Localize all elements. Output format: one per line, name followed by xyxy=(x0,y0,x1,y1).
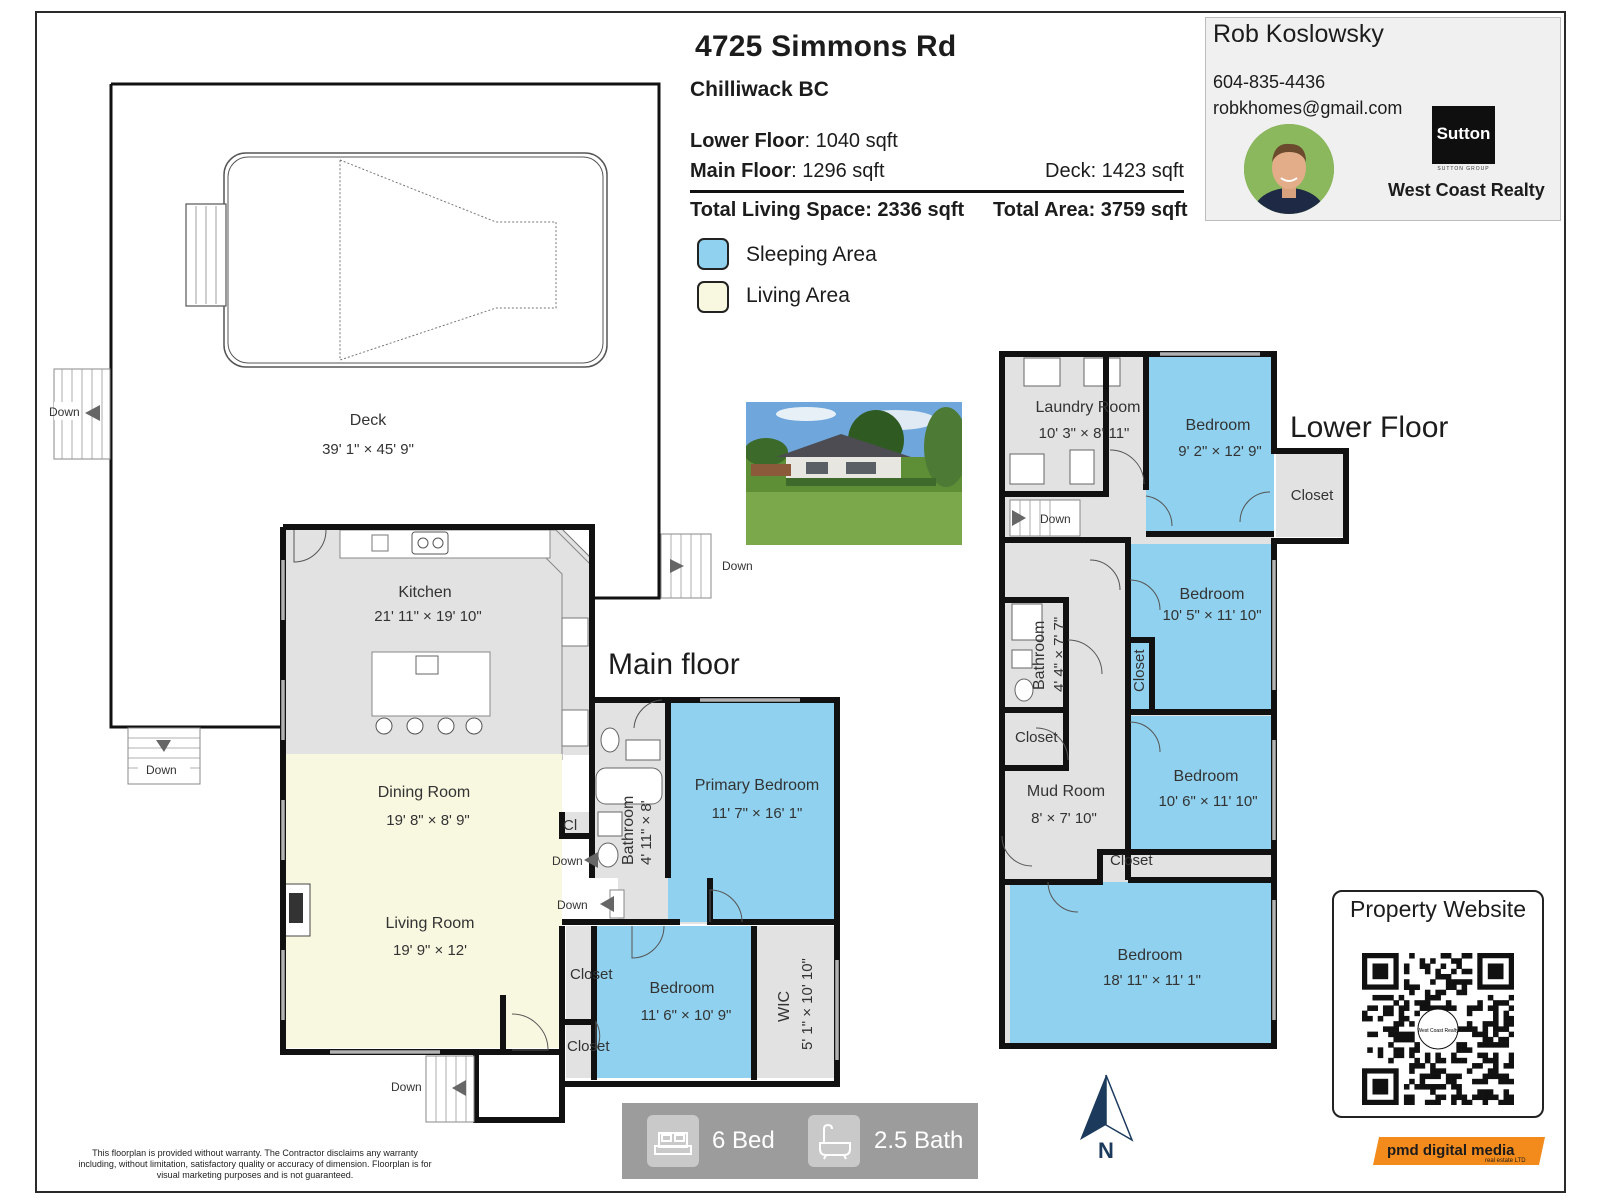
total-living-stat: Total Living Space: 2336 sqft xyxy=(690,199,965,221)
lower-floor-stat: Lower Floor: 1040 sqft xyxy=(690,130,898,152)
mud-room-dims: 8' × 7' 10" xyxy=(1031,810,1097,827)
svg-text:real estate LTD: real estate LTD xyxy=(1485,1158,1526,1164)
bathtub-icon xyxy=(808,1115,860,1167)
agent-email[interactable]: robkhomes@gmail.com xyxy=(1213,98,1403,118)
total-area-stat: Total Area: 3759 sqft xyxy=(993,199,1188,221)
lower-bedroom4-floor xyxy=(1010,882,1274,1044)
kitchen-floor xyxy=(282,527,564,754)
main-closet-1-label: Closet xyxy=(570,966,613,983)
main-bedroom-dims: 11' 6" × 10' 9" xyxy=(641,1007,732,1024)
stairs-label-4: Down xyxy=(552,854,583,868)
deck-area xyxy=(109,82,661,729)
house-photo xyxy=(746,402,962,545)
lower-bedroom1-label: Bedroom xyxy=(1186,417,1251,434)
wic-dims: 5' 1" × 10' 10" xyxy=(799,958,816,1050)
main-bedroom-label: Bedroom xyxy=(650,980,715,997)
baths-count: 2.5 Bath xyxy=(874,1127,964,1154)
agent-avatar xyxy=(1244,124,1334,214)
kitchen-dims: 21' 11" × 19' 10" xyxy=(374,608,481,625)
dining-floor xyxy=(282,754,562,878)
laundry-room-dims: 10' 3" × 8' 11" xyxy=(1039,425,1130,442)
main-floor-label: Main floor xyxy=(608,648,740,681)
svg-text:West Coast Realty: West Coast Realty xyxy=(1417,1028,1459,1034)
page-frame xyxy=(35,11,1566,1193)
primary-bedroom-floor xyxy=(668,700,834,922)
stairs-entry xyxy=(425,1055,475,1123)
header-divider xyxy=(690,190,1184,193)
lower-bathroom-label: Bathroom xyxy=(1031,621,1048,690)
main-bathroom-label: Bathroom xyxy=(620,796,637,865)
lower-closet-bottom-label: Closet xyxy=(1110,852,1153,869)
pmd-brand-logo: pmd digital media real estate LTD xyxy=(1373,1137,1545,1165)
living-floor xyxy=(282,878,562,1048)
agent-phone[interactable]: 604-835-4436 xyxy=(1213,72,1326,92)
stairs-deck-left xyxy=(53,368,111,460)
dining-room-dims: 19' 8" × 8' 9" xyxy=(386,812,470,829)
stairs-label-5: Down xyxy=(557,898,588,912)
lower-floor-walls xyxy=(999,351,1349,1049)
laundry-room-label: Laundry Room xyxy=(1036,399,1141,416)
property-address: 4725 Simmons Rd xyxy=(695,30,957,63)
property-city: Chilliwack BC xyxy=(690,78,829,101)
stairs-deck-bottom xyxy=(127,727,201,785)
svg-text:pmd digital media: pmd digital media xyxy=(1387,1142,1515,1159)
lower-bedroom2-dims: 10' 5" × 11' 10" xyxy=(1162,607,1261,624)
lower-bedroom2-label: Bedroom xyxy=(1180,586,1245,603)
living-room-dims: 19' 9" × 12' xyxy=(393,942,467,959)
stairs-lower xyxy=(1009,499,1081,537)
sutton-logo: Sutton xyxy=(1432,106,1495,164)
deck-label: Deck xyxy=(350,412,387,429)
lower-closet-left-label: Closet xyxy=(1015,729,1058,746)
lower-floor-label: Lower Floor xyxy=(1290,411,1448,444)
sutton-group-text: SUTTON GROUP xyxy=(1437,166,1490,172)
living-room-label: Living Room xyxy=(386,915,475,932)
deck-area-stat: Deck: 1423 sqft xyxy=(1045,160,1184,182)
lower-bedroom3-label: Bedroom xyxy=(1174,768,1239,785)
lower-bedroom3-floor xyxy=(1128,716,1274,852)
legend-label-sleeping: Sleeping Area xyxy=(746,243,877,266)
legend-swatch-sleeping xyxy=(697,238,729,270)
stairs-label-1: Down xyxy=(49,405,80,419)
primary-bedroom-dims: 11' 7" × 16' 1" xyxy=(712,805,803,822)
stairs-label-2: Down xyxy=(146,763,177,777)
stairs-deck-right xyxy=(660,533,712,599)
kitchen-label: Kitchen xyxy=(398,584,451,601)
agent-name: Rob Koslowsky xyxy=(1213,20,1384,48)
stairs-main-interior xyxy=(584,852,625,919)
main-cl-label: Cl xyxy=(563,817,577,834)
main-floor-stat: Main Floor: 1296 sqft xyxy=(690,160,885,182)
lower-bedroom4-dims: 18' 11" × 11' 1" xyxy=(1103,972,1201,989)
agent-company: West Coast Realty xyxy=(1388,180,1545,200)
beds-count: 6 Bed xyxy=(712,1127,775,1154)
dining-room-label: Dining Room xyxy=(378,784,470,801)
primary-bedroom-label: Primary Bedroom xyxy=(695,777,819,794)
lower-bedroom1-dims: 9' 2" × 12' 9" xyxy=(1178,443,1262,460)
stairs-label-3: Down xyxy=(722,559,753,573)
lower-bedroom1-floor xyxy=(1146,356,1274,534)
lower-stairs-label: Down xyxy=(1040,512,1071,526)
deck-dims: 39' 1" × 45' 9" xyxy=(322,441,414,458)
disclaimer-text: This floorplan is provided without warra… xyxy=(78,1148,432,1180)
north-compass-icon: N xyxy=(1080,1074,1134,1163)
wic-label: WIC xyxy=(776,991,793,1022)
legend-swatch-living xyxy=(697,281,729,313)
bed-icon xyxy=(647,1115,699,1167)
lower-closet-right-label: Closet xyxy=(1291,487,1334,504)
main-bathroom-dims: 4' 11" × 8' xyxy=(638,800,655,865)
svg-text:N: N xyxy=(1098,1138,1114,1163)
lower-bedroom3-dims: 10' 6" × 11' 10" xyxy=(1158,793,1257,810)
wic-floor xyxy=(756,926,834,1078)
main-closet-2-label: Closet xyxy=(567,1038,610,1055)
legend-label-living: Living Area xyxy=(746,284,850,307)
qr-code-icon[interactable]: West Coast Realty xyxy=(1362,953,1514,1105)
qr-title: Property Website xyxy=(1350,896,1526,922)
lower-bedroom4-label: Bedroom xyxy=(1118,947,1183,964)
lower-bathroom-dims: 4' 4" × 7' 7" xyxy=(1051,617,1068,692)
stairs-label-6: Down xyxy=(391,1080,422,1094)
lower-closet-vertical-label: Closet xyxy=(1131,649,1148,692)
main-bedroom-floor xyxy=(594,926,752,1078)
mud-room-label: Mud Room xyxy=(1027,783,1105,800)
